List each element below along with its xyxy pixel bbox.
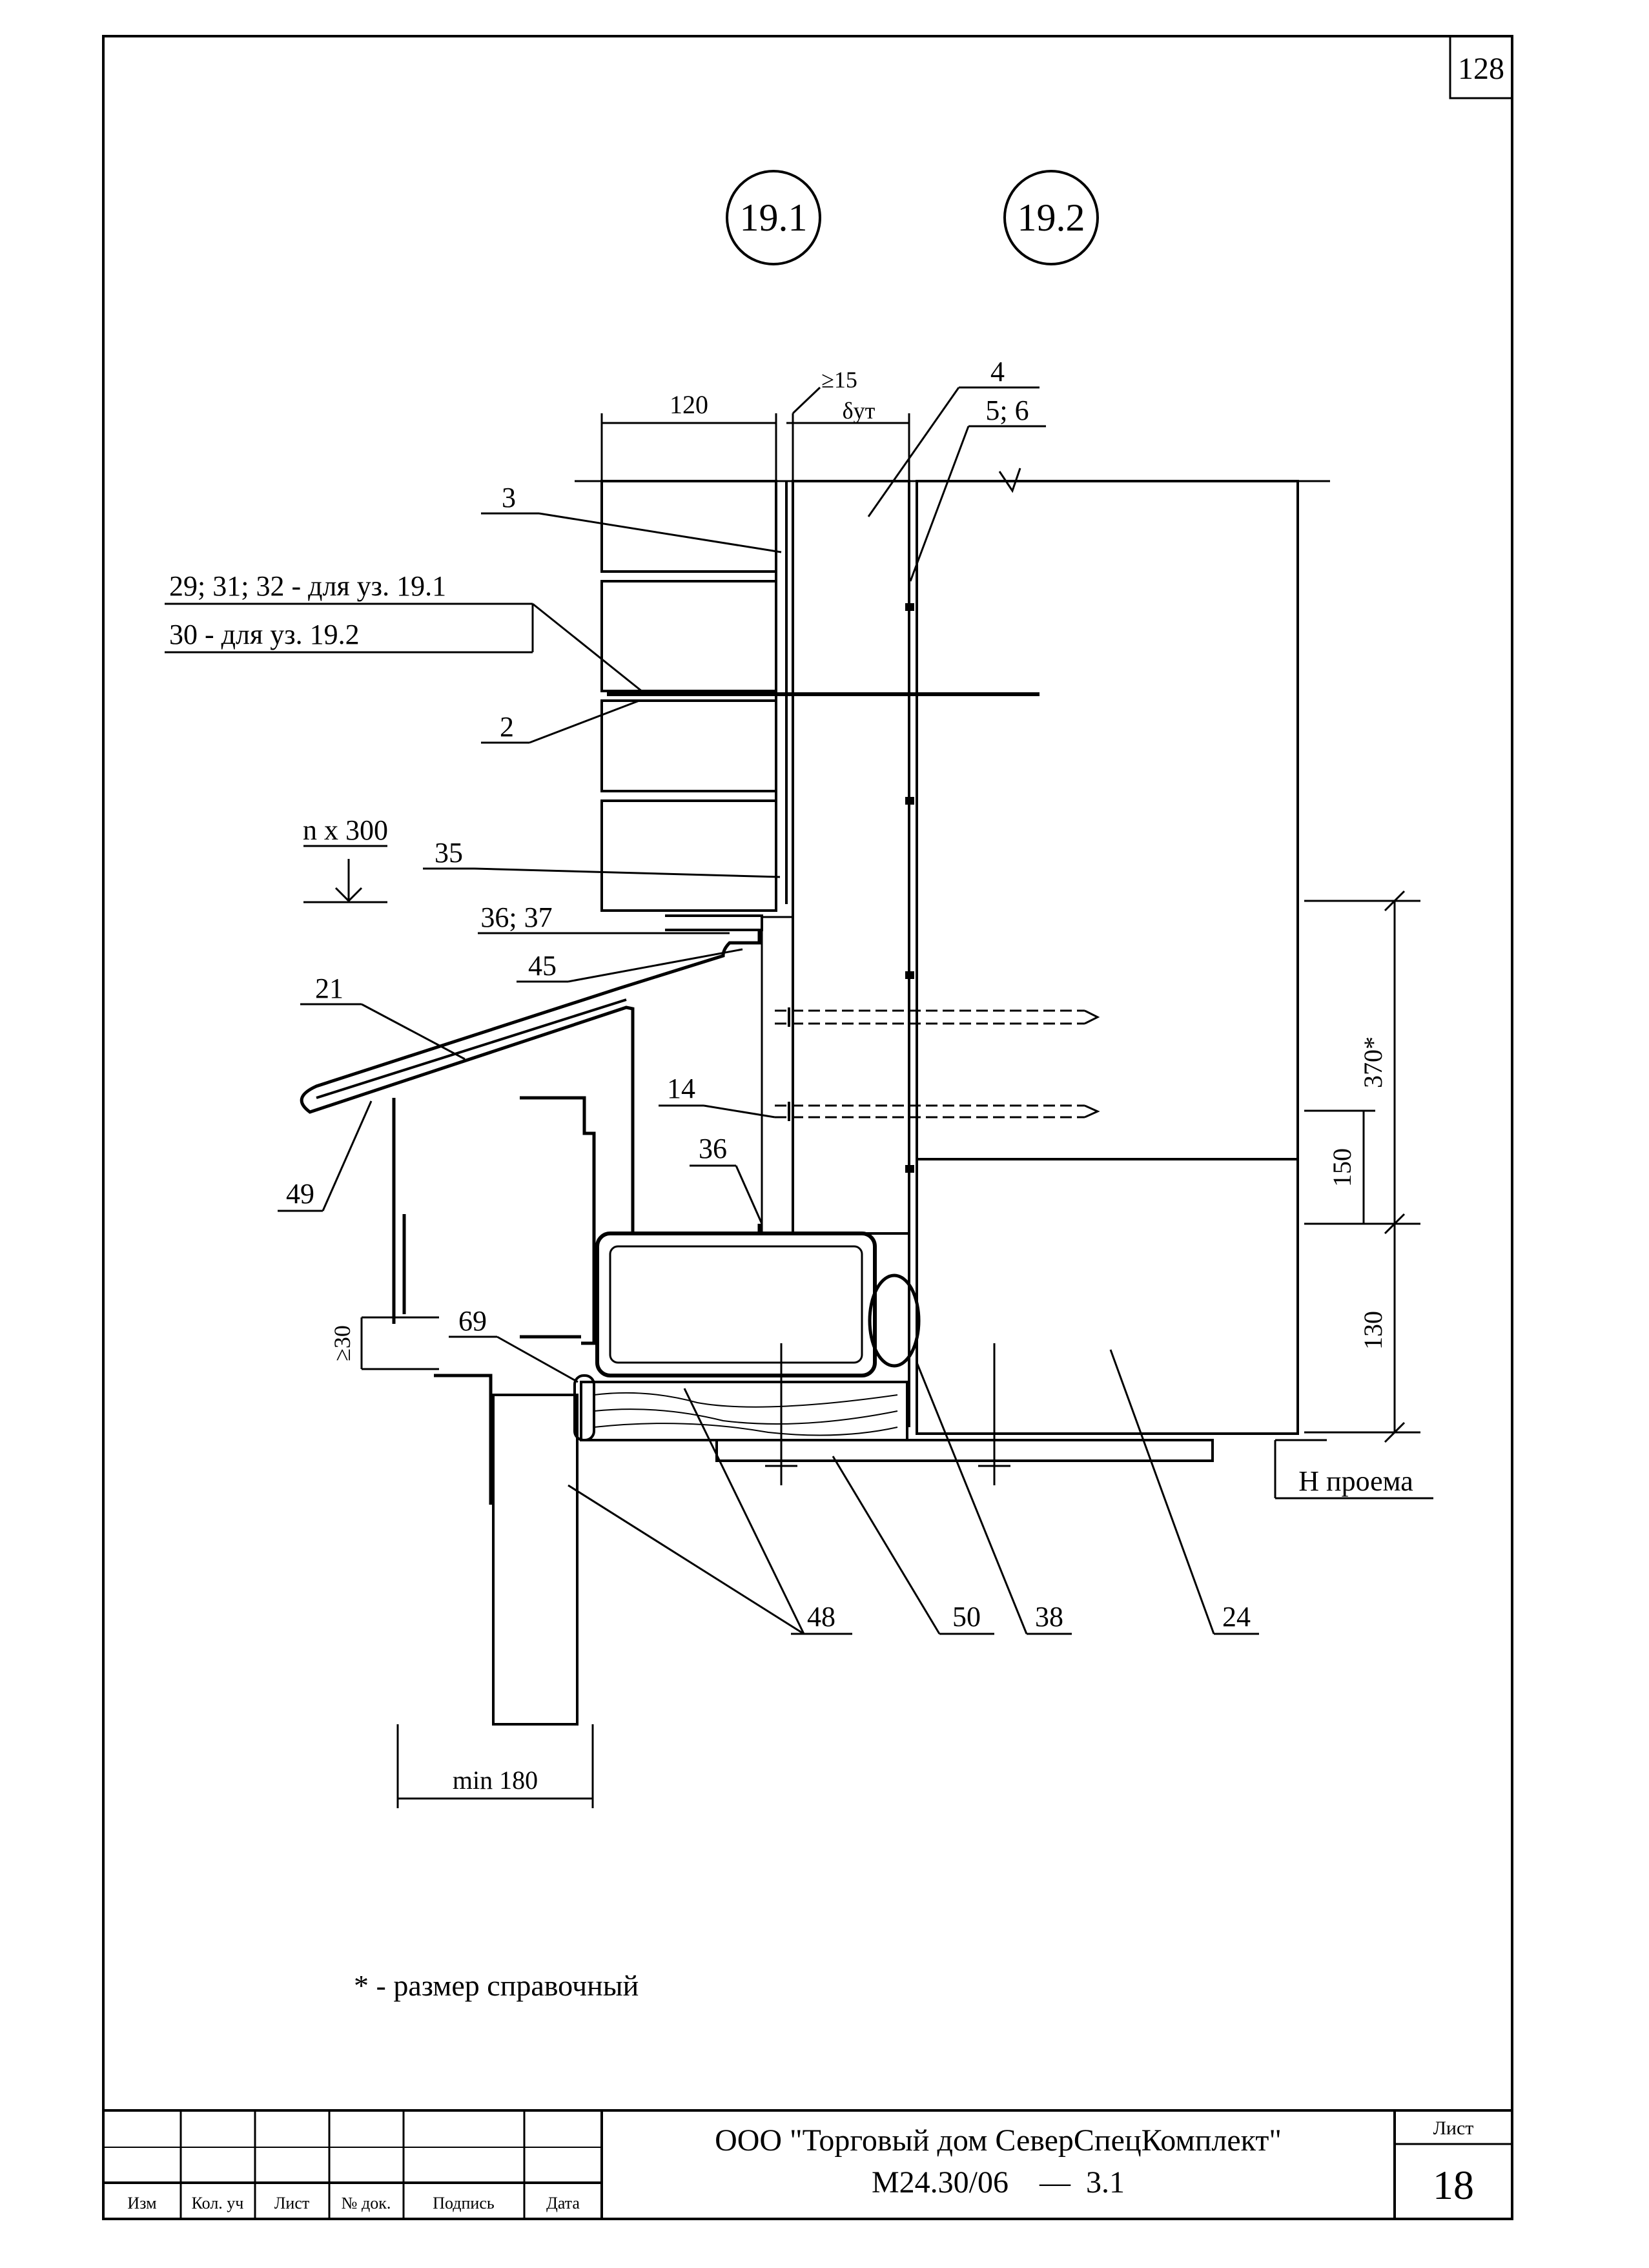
dimension-sill-width-label: min 180 — [453, 1766, 538, 1795]
leader-30-label: 30 - для уз. 19.2 — [169, 619, 360, 650]
leader-36-37-label: 36; 37 — [480, 902, 552, 933]
leader-14-label: 14 — [667, 1073, 695, 1104]
level-mark-step: n x 300 — [303, 814, 388, 903]
level-step-label: n x 300 — [303, 814, 388, 846]
leader-49-label: 49 — [286, 1178, 314, 1210]
title-header-date: Дата — [546, 2194, 580, 2212]
dimension-sill-width: min 180 — [396, 1724, 594, 1808]
leader-24-label: 24 — [1222, 1601, 1251, 1633]
leader-4-label: 4 — [990, 356, 1005, 387]
leader-36-37: 36; 37 — [478, 902, 730, 934]
window-board — [715, 1343, 1214, 1485]
dimension-right-chain: 370* 150 130 — [1304, 890, 1420, 1443]
node-marker-19-2-label: 19.2 — [1018, 196, 1085, 239]
dowel-upper — [775, 1007, 1100, 1027]
dimension-insulation-label: δут — [843, 398, 876, 424]
leader-30: 30 - для уз. 19.2 — [165, 604, 534, 654]
leader-36-label: 36 — [699, 1133, 727, 1164]
leader-2: 2 — [481, 699, 640, 744]
lower-wall-panel — [434, 1374, 579, 1726]
leader-21-label: 21 — [315, 973, 343, 1004]
window-frame-profile — [520, 1096, 877, 1485]
title-header-kol: Кол. уч — [192, 2194, 244, 2212]
dimension-gap-window-label: ≥30 — [329, 1325, 355, 1361]
leader-3-label: 3 — [502, 482, 516, 513]
dimension-right-total-label: 370* — [1358, 1036, 1388, 1088]
sheet-label: Лист — [1433, 2118, 1474, 2139]
leader-21: 21 — [300, 973, 466, 1060]
leader-14: 14 — [659, 1073, 775, 1119]
opening-level-mark: Н проема — [1274, 1439, 1433, 1500]
dimension-gap-insulation: ≥15 δут — [786, 367, 910, 481]
leader-5-6: 5; 6 — [909, 395, 1046, 582]
title-header-list: Лист — [274, 2194, 309, 2212]
title-header-izm: Изм — [127, 2194, 156, 2212]
opening-level-label: Н проема — [1298, 1465, 1413, 1497]
dimension-120-label: 120 — [670, 390, 708, 419]
dimension-right-lower-label: 130 — [1358, 1311, 1388, 1350]
dimension-120: 120 — [600, 390, 777, 481]
insulation-layer — [785, 480, 910, 1427]
leader-45-label: 45 — [528, 950, 557, 982]
leader-69-label: 69 — [458, 1305, 487, 1337]
leader-29-label: 29; 31; 32 - для уз. 19.1 — [169, 570, 446, 602]
reference-dimension-note: * - размер справочный — [354, 1969, 639, 2002]
node-marker-19-1-label: 19.1 — [740, 196, 808, 239]
leader-50: 50 — [832, 1456, 994, 1635]
timber-sill — [573, 1374, 908, 1441]
leader-24: 24 — [1109, 1349, 1259, 1635]
dowel-lower — [775, 1102, 1100, 1121]
title-header-sign: Подпись — [433, 2194, 495, 2212]
leader-35: 35 — [423, 837, 781, 878]
dimension-gap-label: ≥15 — [821, 367, 857, 393]
company-name: ООО "Торговый дом СеверСпецКомплект" — [715, 2123, 1282, 2158]
sheet-number: 18 — [1433, 2162, 1474, 2208]
leader-36: 36 — [690, 1133, 763, 1224]
document-code: М24.30/06 — 3.1 — [872, 2165, 1125, 2200]
dimension-gap-window: ≥30 — [329, 1316, 439, 1370]
leader-50-label: 50 — [952, 1601, 981, 1633]
sheet-corner-number: 128 — [1458, 52, 1504, 86]
leader-5-6-label: 5; 6 — [985, 395, 1029, 426]
title-header-doc: № док. — [342, 2194, 391, 2212]
leader-2-label: 2 — [500, 711, 514, 743]
drip-flashing — [300, 929, 761, 1324]
leader-48-label: 48 — [807, 1601, 835, 1633]
leader-49: 49 — [278, 1100, 373, 1212]
wall-tie — [607, 603, 1040, 1173]
leader-29-31-32: 29; 31; 32 - для уз. 19.1 — [165, 570, 646, 696]
leader-38-label: 38 — [1035, 1601, 1063, 1633]
sheet-frame: 128 — [102, 35, 1513, 2220]
leader-45: 45 — [517, 948, 743, 983]
leader-3: 3 — [481, 482, 782, 553]
node-marker-19-1: 19.1 — [726, 170, 821, 265]
leader-4: 4 — [867, 356, 1040, 517]
sealing-cord — [868, 1273, 921, 1368]
leader-69: 69 — [449, 1305, 579, 1383]
lintel-block — [916, 1158, 1299, 1435]
node-marker-19-2: 19.2 — [1003, 170, 1099, 265]
leader-38: 38 — [916, 1362, 1072, 1635]
leader-48: 48 — [568, 1388, 852, 1635]
title-block: Изм Кол. уч Лист № док. Подпись Дата ООО… — [103, 2109, 1512, 2219]
leader-35-label: 35 — [435, 837, 463, 869]
dimension-right-upper-label: 150 — [1327, 1148, 1357, 1187]
